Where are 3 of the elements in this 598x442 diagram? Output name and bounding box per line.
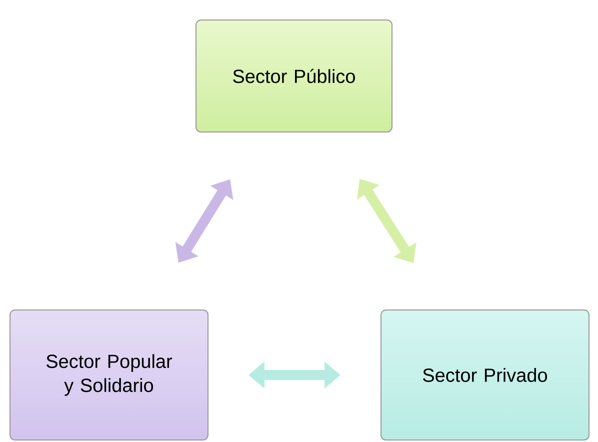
sector-box: Sector Privado — [380, 310, 590, 440]
sector-box: Sector Popular y Solidario — [10, 310, 208, 440]
sector-box: Sector Público — [196, 20, 392, 132]
